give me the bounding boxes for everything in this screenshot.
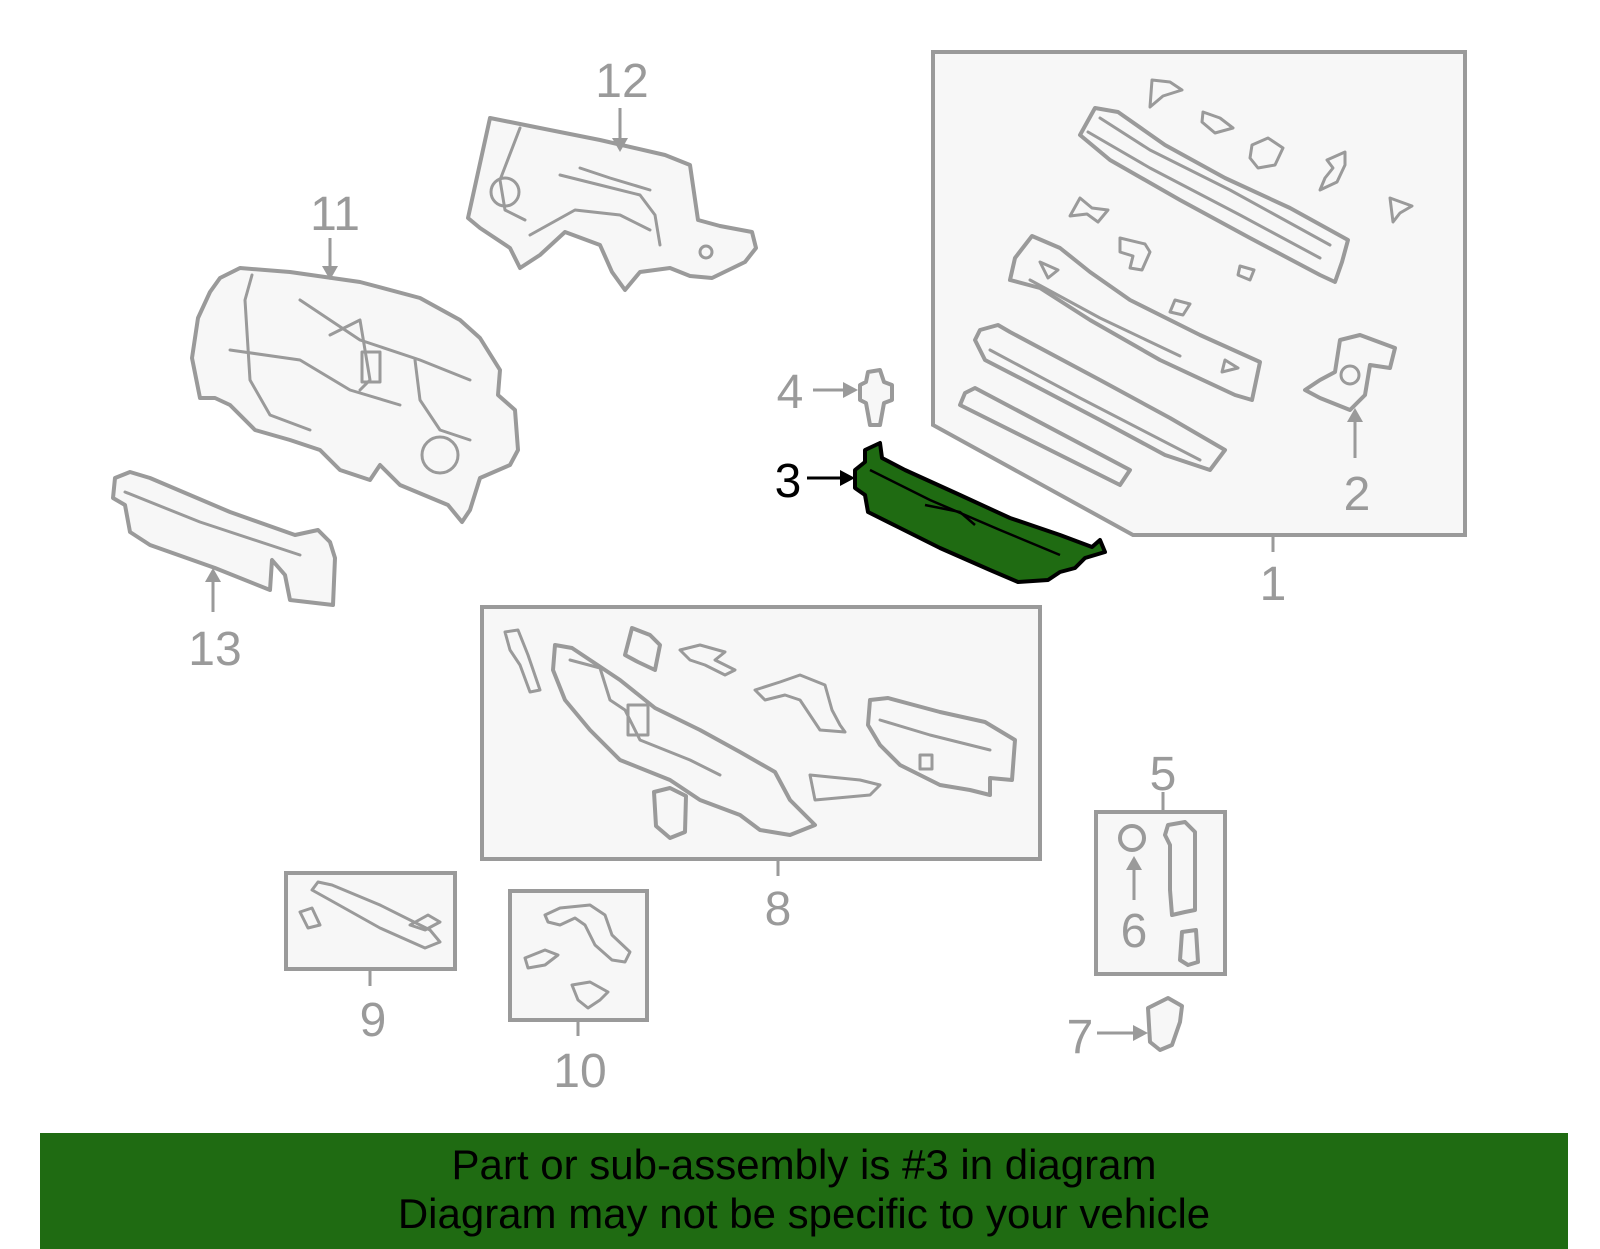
callout-6: 6 — [1121, 905, 1148, 958]
info-banner: Part or sub-assembly is #3 in diagram Di… — [40, 1133, 1568, 1249]
callout-3: 3 — [775, 455, 802, 508]
callout-5: 5 — [1150, 748, 1177, 801]
part-13[interactable] — [111, 470, 337, 607]
arrow-11 — [322, 266, 338, 280]
part-9-assembly-box[interactable] — [284, 871, 457, 971]
part-1-assembly-box[interactable] — [931, 50, 1467, 537]
banner-line-disclaimer: Diagram may not be specific to your vehi… — [397, 1190, 1211, 1237]
arrow-2 — [1347, 408, 1363, 422]
arrow-12 — [612, 138, 628, 152]
callout-13: 13 — [188, 623, 241, 676]
part-7-clip[interactable] — [1146, 996, 1184, 1052]
callout-12: 12 — [595, 55, 648, 108]
part-5-assembly-box[interactable] — [1094, 810, 1227, 976]
callout-8: 8 — [765, 883, 792, 936]
arrow-6 — [1126, 856, 1142, 870]
arrow-7 — [1133, 1025, 1148, 1041]
banner-line-part: Part or sub-assembly is #3 in diagram — [451, 1141, 1157, 1188]
part-10-assembly-box[interactable] — [508, 889, 649, 1022]
part-12[interactable] — [466, 116, 758, 292]
part-8-assembly-box[interactable] — [480, 605, 1042, 861]
part-3-highlighted[interactable] — [853, 441, 1107, 584]
arrow-3 — [840, 470, 855, 486]
callout-1: 1 — [1260, 558, 1287, 611]
part-11-dash-panel[interactable] — [190, 266, 520, 524]
callout-7: 7 — [1067, 1011, 1094, 1064]
arrow-13 — [205, 568, 221, 582]
callout-4: 4 — [777, 366, 804, 419]
callout-2: 2 — [1344, 468, 1371, 521]
callout-11: 11 — [310, 188, 360, 241]
arrow-4 — [843, 382, 858, 398]
part-4-clip[interactable] — [858, 368, 894, 427]
callout-9: 9 — [360, 994, 387, 1047]
callout-10: 10 — [553, 1045, 606, 1098]
